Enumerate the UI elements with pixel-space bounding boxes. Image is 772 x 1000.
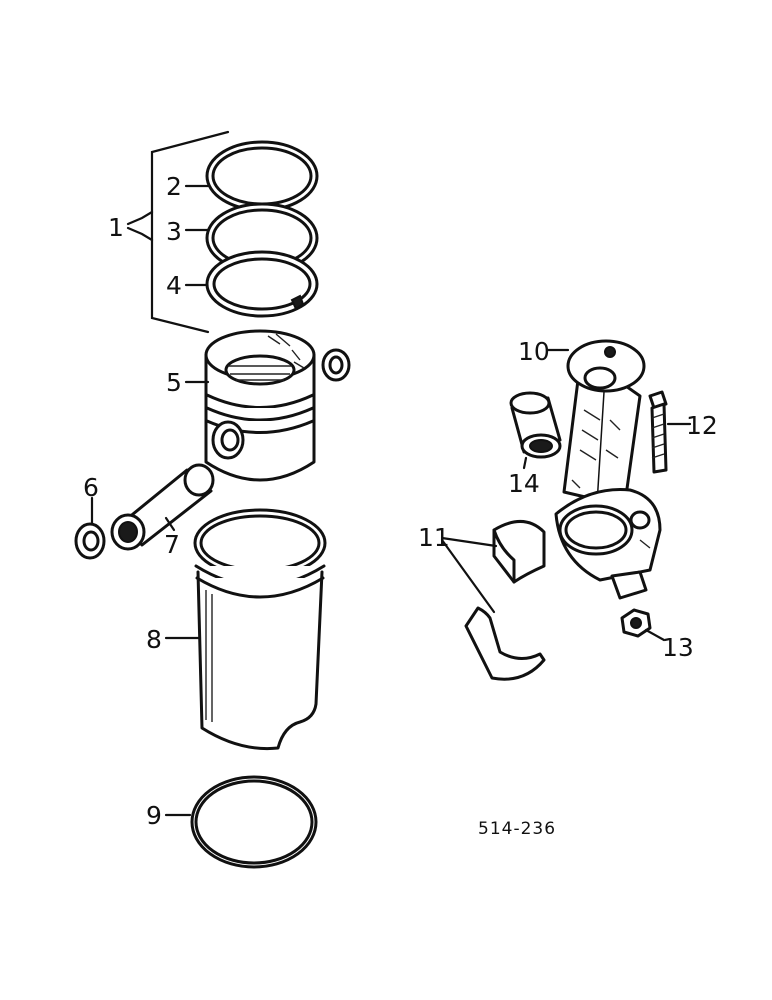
oil-control-ring (205, 250, 319, 318)
sleeve-sealing-ring (190, 775, 318, 869)
connecting-rod-bolt (648, 390, 668, 474)
callout-1: 1 (108, 213, 124, 242)
callout-8: 8 (146, 625, 162, 654)
callout-14: 14 (508, 469, 540, 498)
connecting-rod-nut (620, 608, 652, 638)
callout-2: 2 (166, 172, 182, 201)
small-end-bushing (509, 391, 562, 459)
pin-retainer-clip (74, 522, 106, 560)
callout-numbers: 1 2 3 4 5 6 7 8 9 10 11 12 13 14 (83, 172, 718, 830)
connecting-rod (554, 339, 662, 600)
callout-13: 13 (662, 633, 694, 662)
bearing-shell-lower (464, 606, 546, 681)
callout-4: 4 (166, 271, 182, 300)
callout-9: 9 (146, 801, 162, 830)
compression-ring-top (205, 140, 319, 212)
callout-7: 7 (164, 530, 180, 559)
retaining-clip-right (321, 348, 351, 382)
callout-10: 10 (518, 337, 550, 366)
leader-lines (90, 184, 692, 817)
callout-5: 5 (166, 368, 182, 397)
cylinder-sleeve (193, 508, 327, 751)
callout-6: 6 (83, 473, 99, 502)
ring-set-bracket (126, 130, 230, 334)
figure-number: 514-236 (478, 819, 556, 839)
callout-12: 12 (686, 411, 718, 440)
callout-11: 11 (418, 523, 450, 552)
bearing-shell-upper (492, 520, 546, 584)
piston-pin (110, 463, 215, 551)
piston (204, 329, 316, 482)
callout-3: 3 (166, 217, 182, 246)
